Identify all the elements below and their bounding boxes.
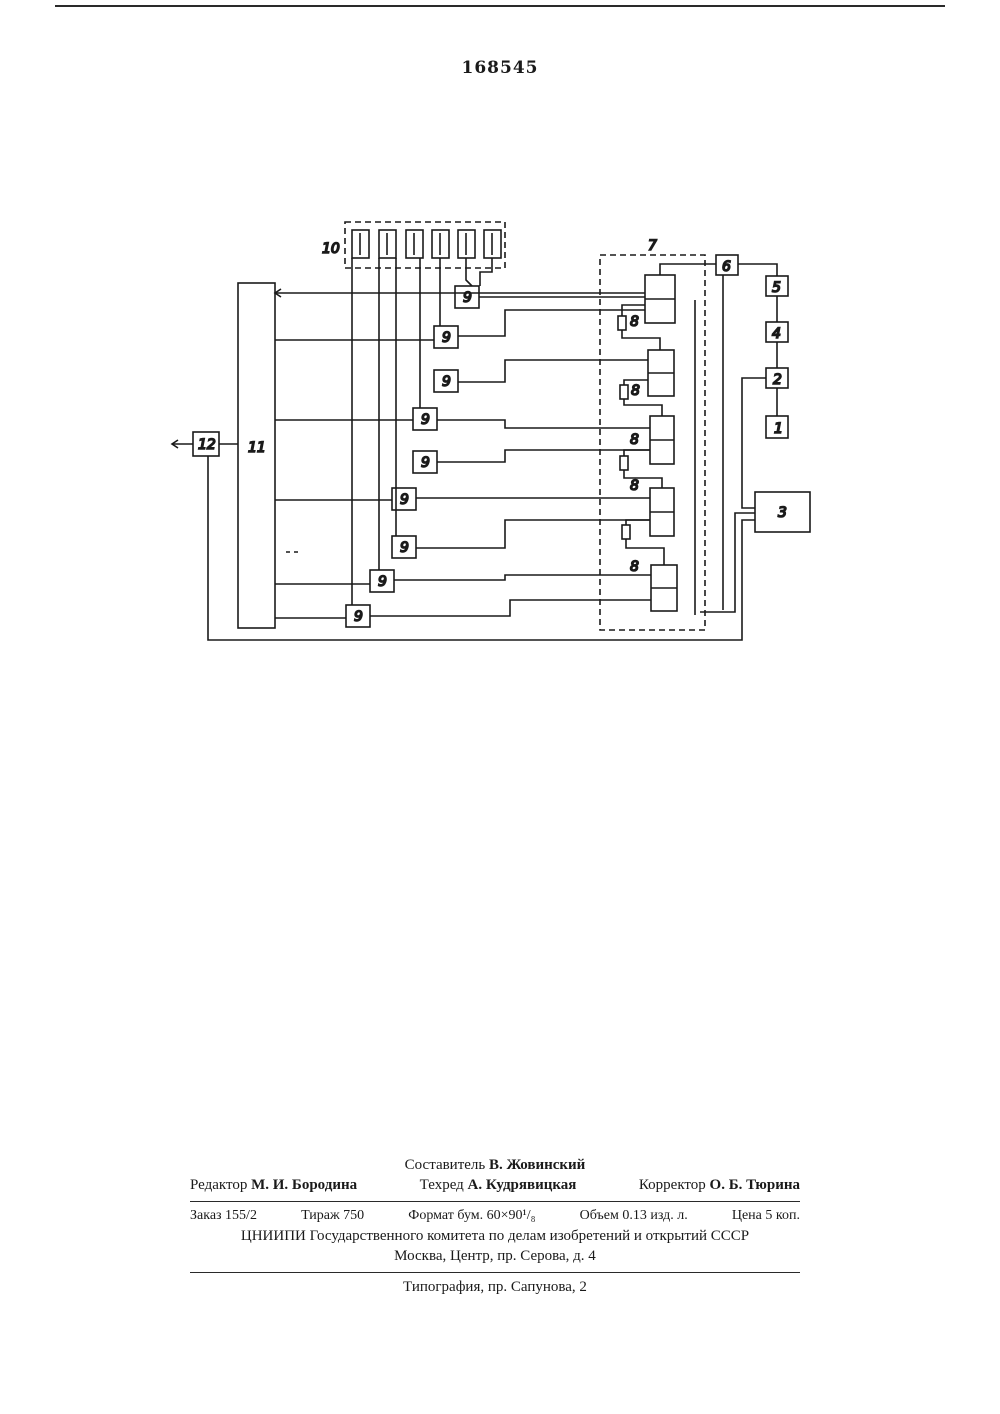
corrector-name: О. Б. Тюрина xyxy=(710,1177,800,1193)
compiler-name: В. Жовинский xyxy=(489,1157,585,1173)
corrector: Корректор О. Б. Тюрина xyxy=(639,1175,800,1195)
group-7 xyxy=(600,255,705,630)
techred: Техред А. Кудрявицкая xyxy=(420,1175,577,1195)
trigger-register-lines xyxy=(275,289,645,618)
label-gate-9g: 9 xyxy=(400,540,409,556)
label-block-6: 6 xyxy=(722,259,731,275)
staff-line: Редактор М. И. Бородина Техред А. Кудряв… xyxy=(190,1175,800,1195)
label-output-12: 12 xyxy=(198,437,216,453)
label-resistor-8e: 8 xyxy=(630,559,639,575)
resistor-wires xyxy=(622,305,664,565)
editor-name: М. И. Бородина xyxy=(251,1177,357,1193)
display-cells xyxy=(352,230,501,258)
volume: Объем 0.13 изд. л. xyxy=(580,1206,688,1226)
gate-wires xyxy=(352,258,651,616)
compiler-role: Составитель xyxy=(405,1157,486,1173)
techred-name: А. Кудрявицкая xyxy=(468,1177,577,1193)
colophon: Составитель В. Жовинский Редактор М. И. … xyxy=(190,1155,800,1297)
label-gate-9i: 9 xyxy=(354,609,363,625)
label-gate-9b: 9 xyxy=(442,330,451,346)
colophon-separator xyxy=(190,1201,800,1202)
colophon-separator-bottom xyxy=(190,1272,800,1273)
label-resistor-8a: 8 xyxy=(630,314,639,330)
label-resistor-8d: 8 xyxy=(630,478,639,494)
editor: Редактор М. И. Бородина xyxy=(190,1175,357,1195)
printer: Типография, пр. Сапунова, 2 xyxy=(190,1277,800,1297)
publisher-address: Москва, Центр, пр. Серова, д. 4 xyxy=(190,1246,800,1266)
label-block-3: 3 xyxy=(778,505,787,521)
label-block-5: 5 xyxy=(772,280,781,296)
print-details: Заказ 155/2 Тираж 750 Формат бум. 60×90¹… xyxy=(190,1206,800,1226)
label-resistor-8b: 8 xyxy=(631,383,640,399)
label-block-1: 1 xyxy=(774,421,783,437)
circulation: Тираж 750 xyxy=(301,1206,364,1226)
techred-role: Техред xyxy=(420,1177,464,1193)
label-gate-9h: 9 xyxy=(378,574,387,590)
control-chain xyxy=(716,255,810,532)
label-display-10: 10 xyxy=(322,241,340,257)
compiler-line: Составитель В. Жовинский xyxy=(190,1155,800,1175)
label-block-4: 4 xyxy=(772,326,781,342)
label-gate-9d: 9 xyxy=(421,412,430,428)
label-register-11: 11 xyxy=(248,440,266,456)
label-resistor-8c: 8 xyxy=(630,432,639,448)
label-gate-9a: 9 xyxy=(463,290,472,306)
trigger-blocks xyxy=(645,275,677,611)
corrector-role: Корректор xyxy=(639,1177,706,1193)
label-gate-9e: 9 xyxy=(421,455,430,471)
label-gate-9c: 9 xyxy=(442,374,451,390)
label-gate-9f: 9 xyxy=(400,492,409,508)
editor-role: Редактор xyxy=(190,1177,247,1193)
publisher: ЦНИИПИ Государственного комитета по дела… xyxy=(190,1226,800,1246)
label-group-7: 7 xyxy=(648,238,657,254)
gate-blocks xyxy=(346,286,479,627)
order-number: Заказ 155/2 xyxy=(190,1206,257,1226)
paper-format: Формат бум. 60×90¹/₈ xyxy=(408,1206,535,1226)
price: Цена 5 коп. xyxy=(732,1206,800,1226)
label-block-2: 2 xyxy=(773,372,782,388)
